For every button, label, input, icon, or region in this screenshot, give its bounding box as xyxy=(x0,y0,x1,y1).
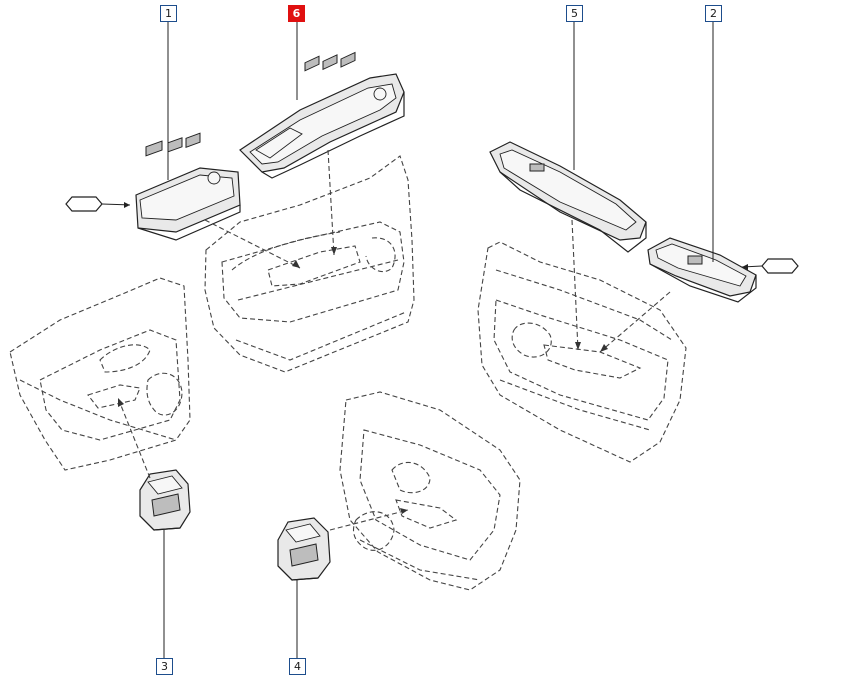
door-panel-rear-right xyxy=(339,391,521,591)
part-1-window-switch xyxy=(135,132,241,241)
door-panel-front-left xyxy=(204,155,415,373)
callout-3[interactable]: 3 xyxy=(156,658,173,675)
callout-4[interactable]: 4 xyxy=(289,658,306,675)
callout-6[interactable]: 6 xyxy=(288,5,305,22)
door-panel-rear-left xyxy=(9,277,191,471)
callout-1[interactable]: 1 xyxy=(160,5,177,22)
callout-5[interactable]: 5 xyxy=(566,5,583,22)
part-6-driver-switch-panel xyxy=(239,51,405,179)
part-2-passenger-switch xyxy=(647,237,757,303)
connector-symbol-right xyxy=(741,258,799,274)
part-3-rear-switch xyxy=(139,469,191,531)
door-panel-front-right xyxy=(477,241,687,463)
part-4-rear-switch xyxy=(277,517,331,581)
part-5-passenger-panel xyxy=(489,141,647,253)
connector-symbol-left xyxy=(65,196,131,212)
callout-2[interactable]: 2 xyxy=(705,5,722,22)
